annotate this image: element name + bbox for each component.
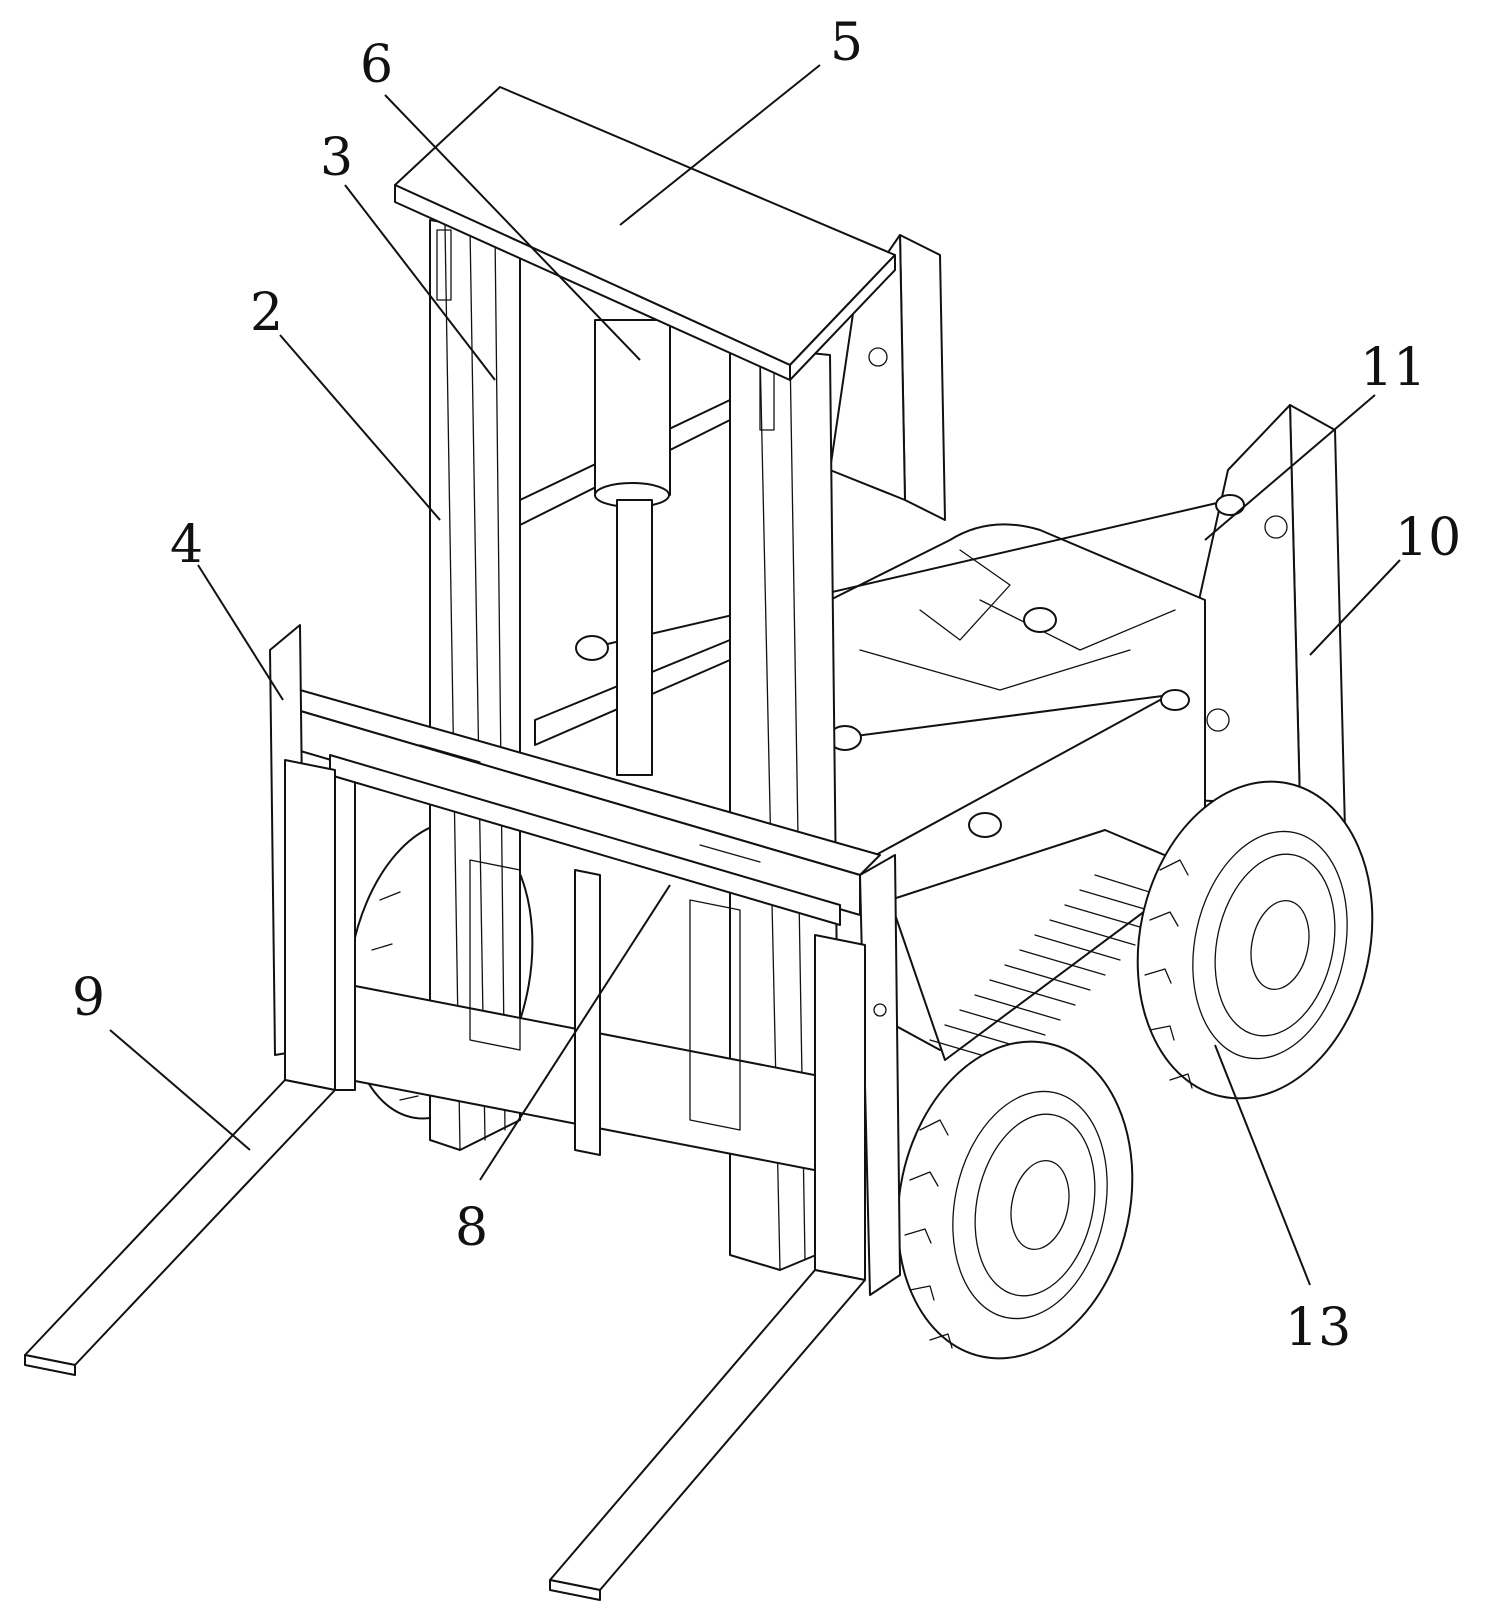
callout-labels: 5 6 3 2 11 10 4 9 8 13 <box>72 13 1461 1358</box>
rear-wheel <box>1136 780 1374 1100</box>
tie-rods <box>575 494 1245 881</box>
leader-lines <box>109 64 1401 1286</box>
chassis-body <box>829 523 1206 1066</box>
left-fork <box>24 759 336 1376</box>
callout-11: 11 <box>1360 338 1426 398</box>
right-fork <box>549 934 866 1601</box>
callout-6: 6 <box>360 35 393 95</box>
top-plate <box>394 86 896 381</box>
callout-4: 4 <box>170 515 203 575</box>
callout-10: 10 <box>1395 508 1461 568</box>
callout-3: 3 <box>320 128 353 188</box>
front-wheel <box>896 1040 1134 1360</box>
callout-13: 13 <box>1285 1298 1351 1358</box>
callout-9: 9 <box>72 968 105 1028</box>
callout-2: 2 <box>250 283 283 343</box>
upper-frame-plate <box>829 234 946 521</box>
callout-8: 8 <box>455 1198 488 1258</box>
callout-5: 5 <box>830 13 863 73</box>
fork-carriage <box>269 624 901 1296</box>
hydraulic-cylinder <box>594 319 671 776</box>
